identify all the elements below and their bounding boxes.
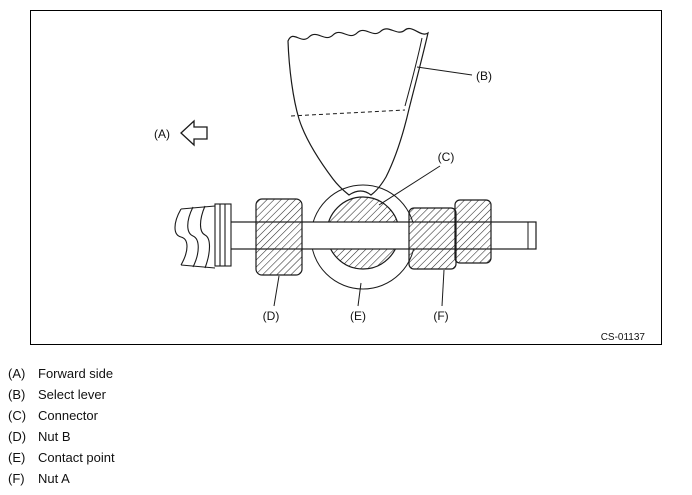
legend-label: Contact point xyxy=(38,450,115,465)
leader-line-d xyxy=(273,275,280,307)
leader-line-c xyxy=(378,165,441,206)
callout-label-a: (A) xyxy=(154,127,170,141)
legend-label: Nut A xyxy=(38,471,70,486)
legend-label: Select lever xyxy=(38,387,106,402)
callout-label-d: (D) xyxy=(263,309,280,323)
legend-key: (E) xyxy=(8,450,26,465)
legend-key: (B) xyxy=(8,387,26,402)
rod-bellows xyxy=(174,203,232,269)
nut-a xyxy=(408,207,457,270)
leader-line-f xyxy=(441,269,445,307)
legend-item: (D) Nut B xyxy=(8,426,115,447)
mechanism-diagram: (A) (B) (C) (D) (E) (F) CS-01137 xyxy=(154,28,646,343)
legend-key: (C) xyxy=(8,408,27,423)
legend-label: Connector xyxy=(38,408,98,423)
legend-key: (D) xyxy=(8,429,27,444)
leader-line-b xyxy=(416,66,473,76)
legend-item: (A) Forward side xyxy=(8,363,115,384)
select-lever-edge-line xyxy=(404,37,423,107)
legend-item: (F) Nut A xyxy=(8,468,115,489)
legend-item: (B) Select lever xyxy=(8,384,115,405)
nut-b xyxy=(255,198,303,276)
callout-label-b: (B) xyxy=(476,69,492,83)
legend-item: (E) Contact point xyxy=(8,447,115,468)
legend-item: (C) Connector xyxy=(8,405,115,426)
figure-code: CS-01137 xyxy=(601,332,646,343)
select-lever xyxy=(287,28,429,196)
callout-label-f: (F) xyxy=(433,309,448,323)
select-lever-hidden-line xyxy=(290,109,406,117)
legend-label: Forward side xyxy=(38,366,114,381)
legend-label: Nut B xyxy=(38,429,71,444)
nut-a-flange xyxy=(454,199,492,264)
callout-label-e: (E) xyxy=(350,309,366,323)
callout-label-c: (C) xyxy=(438,150,455,164)
leader-lines xyxy=(273,66,473,307)
legend-key: (F) xyxy=(8,471,25,486)
leader-line-e xyxy=(357,282,362,307)
diagram-frame: (A) (B) (C) (D) (E) (F) CS-01137 xyxy=(30,10,662,345)
forward-arrow-icon xyxy=(180,119,208,147)
legend-key: (A) xyxy=(8,366,26,381)
legend: (A) Forward side (B) Select lever (C) Co… xyxy=(8,363,115,489)
